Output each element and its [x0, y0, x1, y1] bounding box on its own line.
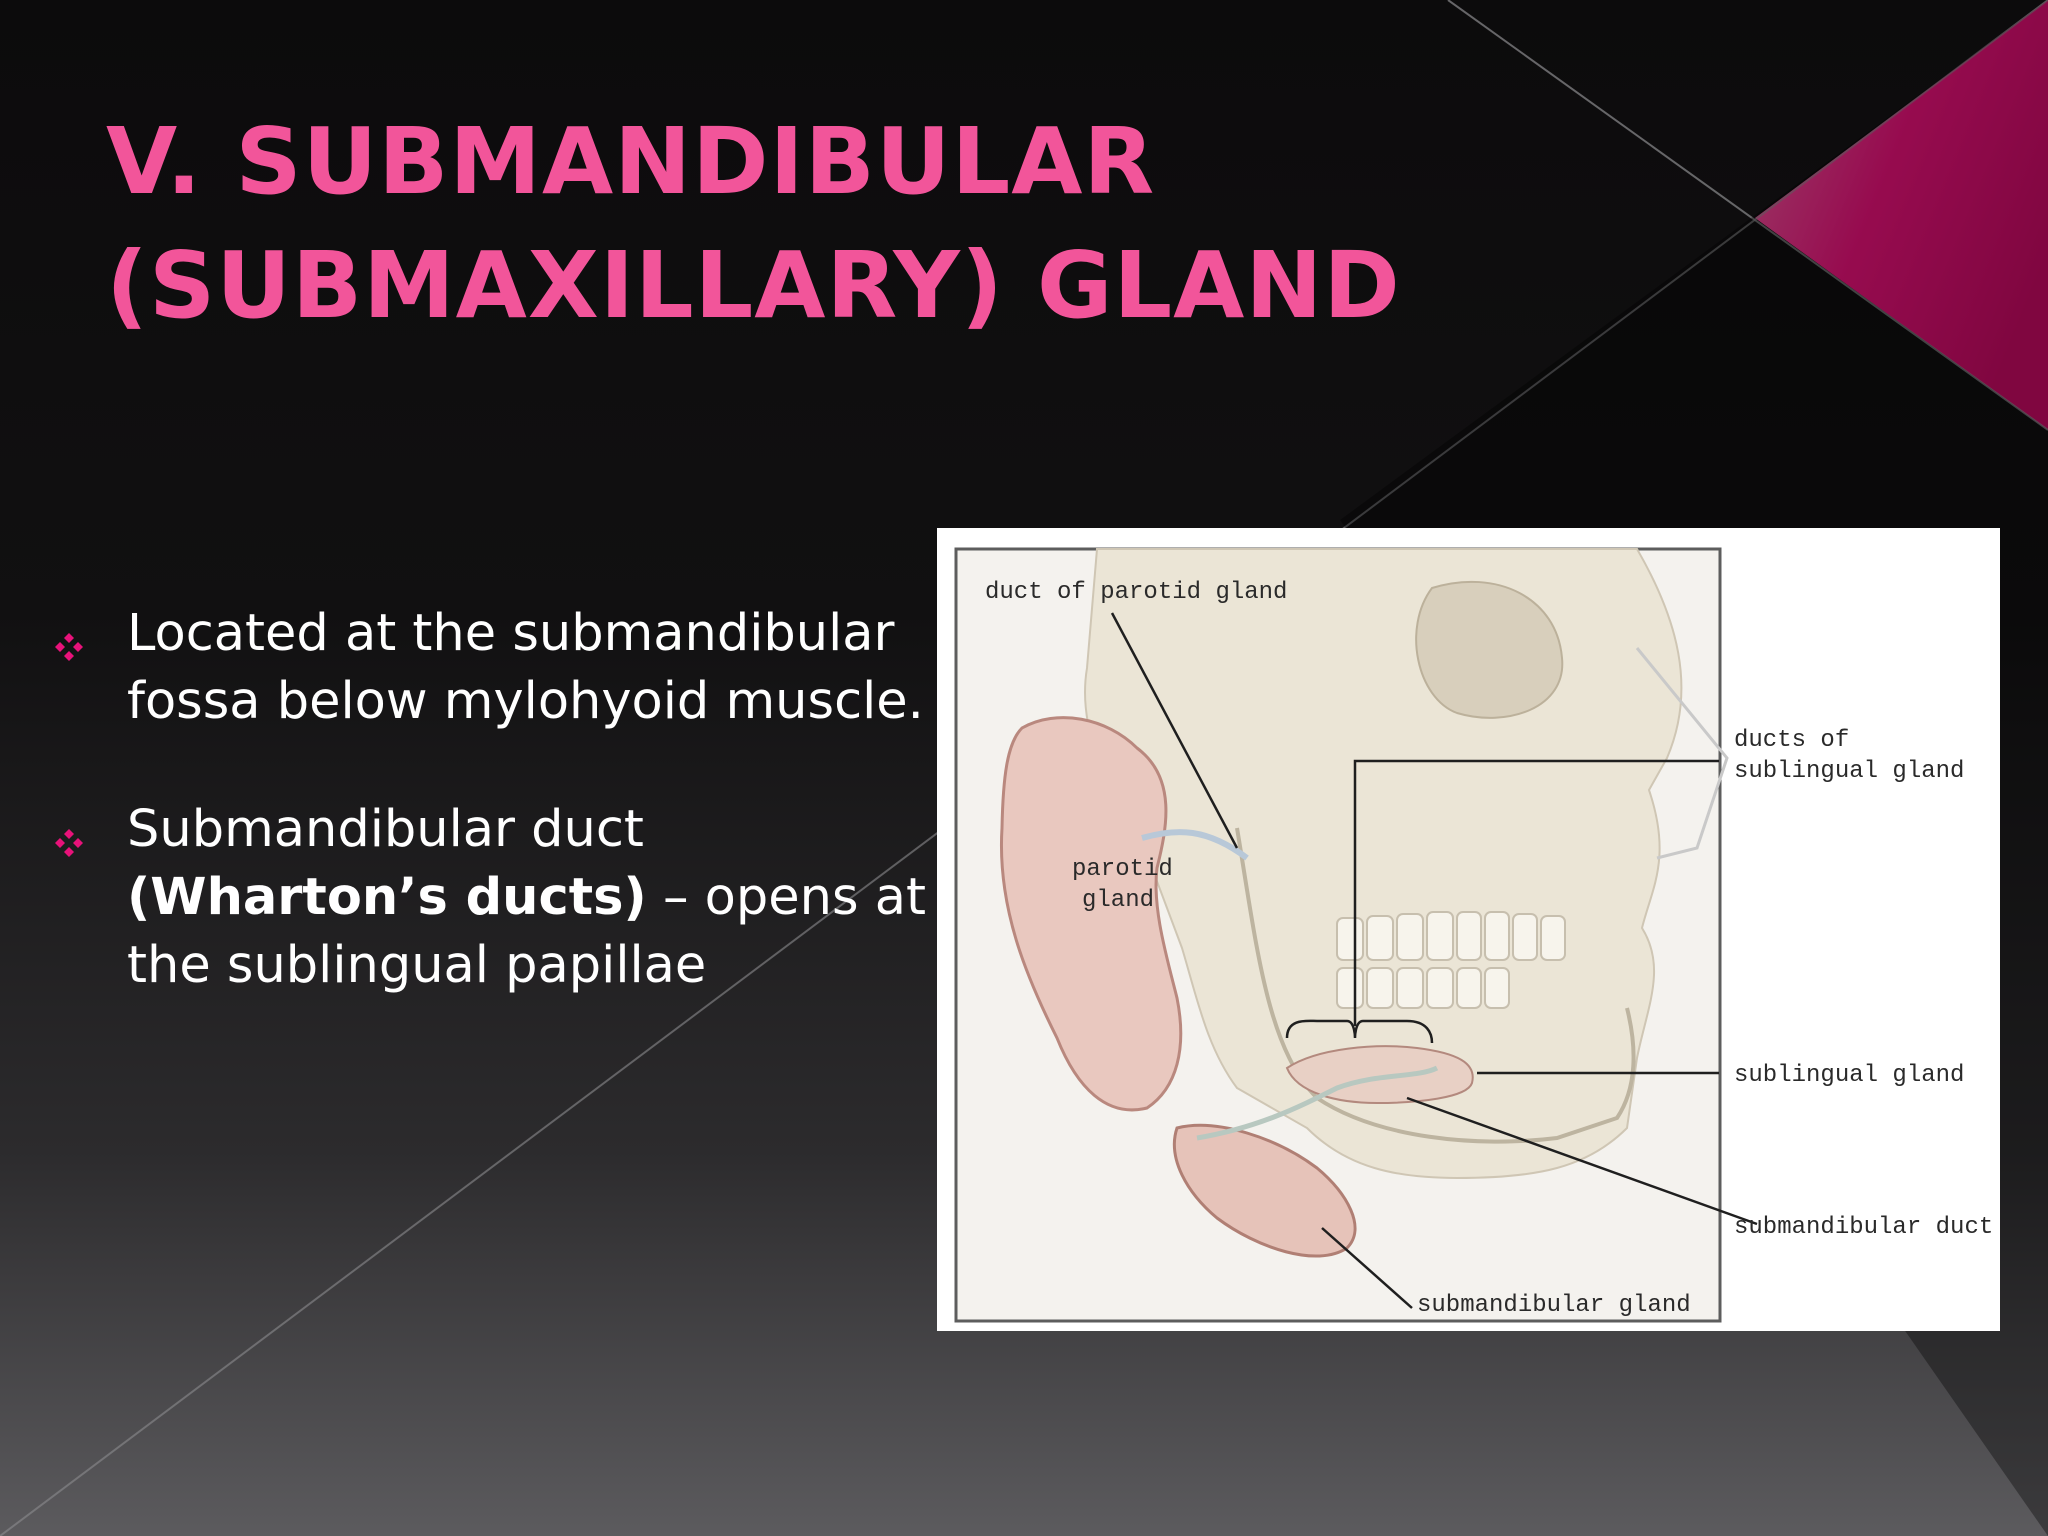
bullet-text-duct-bold: (Wharton’s ducts)	[127, 868, 647, 927]
teeth	[1336, 911, 1566, 1009]
title-line-1: V. SUBMANDIBULAR	[106, 108, 1156, 215]
title-line-2: (SUBMAXILLARY) GLAND	[106, 232, 1401, 339]
slide-title: V. SUBMANDIBULAR (SUBMAXILLARY) GLAND	[106, 100, 1401, 348]
parotid-duct	[1141, 829, 1249, 861]
four-diamond-icon	[55, 633, 83, 661]
four-diamond-icon	[55, 829, 83, 857]
bullet-list: Located at the submandibular fossa below…	[50, 600, 930, 1000]
anatomy-illustration: duct of parotid gland ducts of sublingua…	[954, 547, 1993, 1323]
eye-socket	[1415, 580, 1564, 719]
bullet-text-duct-start: Submandibular duct	[127, 800, 644, 859]
label-duct-of-parotid: duct of parotid gland	[985, 579, 1287, 606]
bullet-item-duct: Submandibular duct (Wharton’s ducts) – o…	[50, 796, 930, 1000]
bullet-text-location: Located at the submandibular fossa below…	[127, 604, 924, 731]
submandibular-gland	[1172, 1123, 1357, 1258]
anatomy-figure: duct of parotid gland ducts of sublingua…	[937, 528, 2000, 1331]
label-ducts-of-sublingual-2: sublingual gland	[1734, 758, 1964, 785]
bullet-item-location: Located at the submandibular fossa below…	[50, 600, 930, 736]
label-submandibular-duct: submandibular duct	[1734, 1214, 1993, 1241]
submandibular-duct	[1196, 1065, 1439, 1141]
label-ducts-of-sublingual-1: ducts of	[1734, 727, 1849, 754]
decor-line-top	[1447, 0, 2048, 431]
label-parotid-1: parotid	[1072, 856, 1173, 883]
mandible	[1235, 827, 1636, 1144]
bullet-text-duct-end: – opens at the sublingual papillae	[127, 868, 926, 995]
parotid-gland	[999, 716, 1183, 1112]
label-submandibular-gland: submandibular gland	[1417, 1292, 1691, 1319]
label-sublingual-gland: sublingual gland	[1734, 1062, 1964, 1089]
leader-lines	[1110, 612, 1758, 1309]
nose-outline	[1635, 647, 1729, 860]
pink-triangle-accent	[1755, 0, 2048, 430]
label-parotid-2: gland	[1082, 887, 1154, 914]
